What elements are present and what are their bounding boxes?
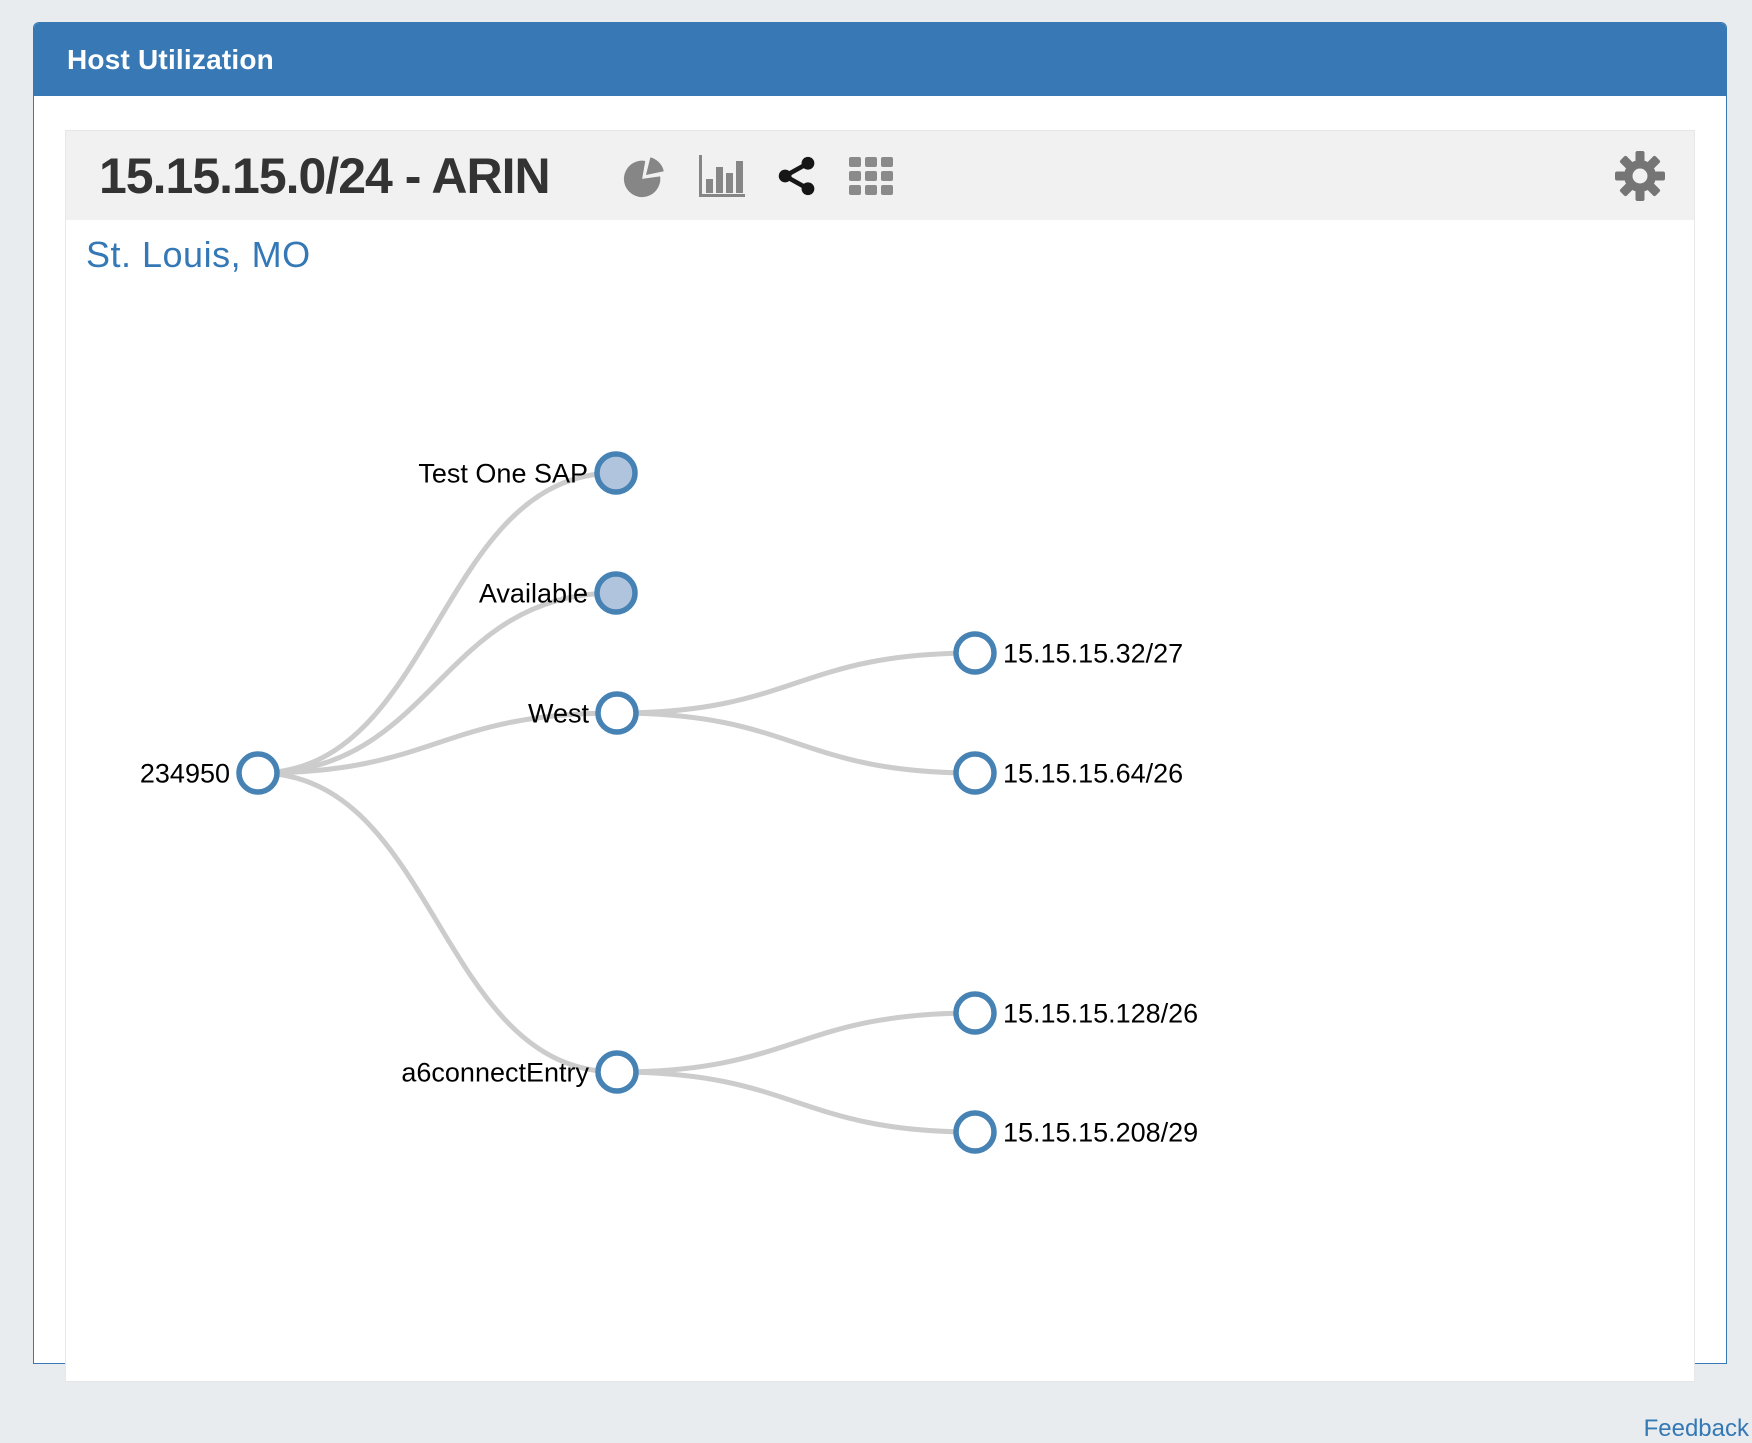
grid-icon[interactable]: [847, 155, 895, 197]
share-icon[interactable]: [776, 155, 818, 197]
tree-node-available[interactable]: [594, 571, 638, 615]
tree-node-west[interactable]: [595, 691, 639, 735]
panel-title: Host Utilization: [67, 43, 274, 75]
panel-header: Host Utilization: [34, 23, 1726, 96]
tree-node-root[interactable]: [236, 751, 280, 795]
location-link[interactable]: St. Louis, MO: [86, 234, 311, 275]
subnet-widget: 15.15.15.0/24 - ARIN: [65, 130, 1749, 1442]
tree-node-net128[interactable]: [953, 991, 997, 1035]
pie-chart-icon[interactable]: [622, 153, 668, 199]
view-switcher: [622, 153, 895, 199]
subnet-title: 15.15.15.0/24 - ARIN: [99, 147, 551, 204]
tree-node-net64[interactable]: [953, 751, 997, 795]
tree-node-testonesap[interactable]: [594, 451, 638, 495]
tree-node-net32[interactable]: [953, 631, 997, 675]
widget-toolbar: 15.15.15.0/24 - ARIN: [66, 131, 1694, 220]
panel-body: 15.15.15.0/24 - ARIN: [34, 96, 1749, 1442]
tree-node-net208[interactable]: [953, 1110, 997, 1154]
bar-chart-icon[interactable]: [697, 153, 747, 199]
host-utilization-panel: Host Utilization 15.15.15.0/24 - ARIN: [33, 22, 1749, 1442]
tree-node-a6connectentry[interactable]: [595, 1050, 639, 1094]
feedback-link[interactable]: Feedback: [1643, 1415, 1749, 1442]
gear-icon[interactable]: [1614, 150, 1666, 202]
